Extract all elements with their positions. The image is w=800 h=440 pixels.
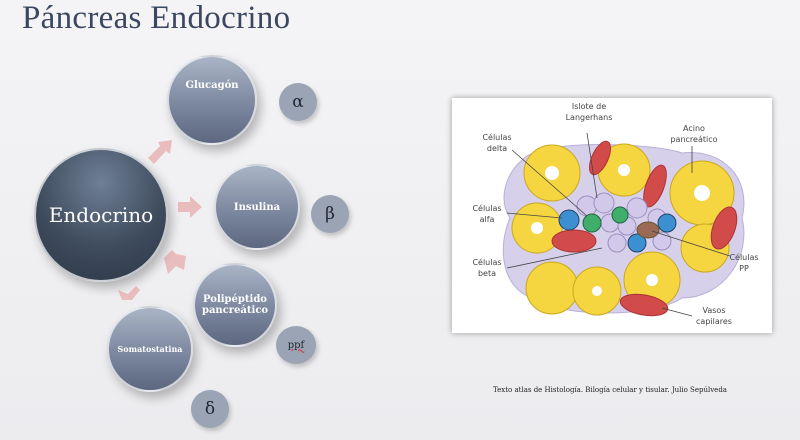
svg-text:alfa: alfa: [480, 215, 495, 224]
svg-text:Langerhans: Langerhans: [566, 113, 613, 122]
label-vasos: Vasos: [703, 306, 726, 315]
arrow-icon: [148, 140, 172, 164]
svg-text:pancreático: pancreático: [670, 135, 717, 144]
endocrino-circle: Endocrino: [34, 148, 168, 282]
svg-text:delta: delta: [487, 144, 507, 153]
islet-illustration: Islote de Langerhans Acino pancreático C…: [452, 98, 772, 333]
svg-text:capilares: capilares: [696, 317, 732, 326]
slide-title: Páncreas Endocrino: [22, 0, 291, 36]
label-alfa: Células: [472, 203, 501, 213]
somatostatina-circle: Somatostatina: [107, 306, 193, 392]
glucagon-circle: Glucagón: [167, 55, 257, 145]
label-beta: Células: [472, 257, 501, 267]
polipeptido-circle: Polipéptido pancreático: [193, 263, 277, 347]
arrow-icon: [178, 196, 202, 218]
arrow-icon: [118, 286, 140, 300]
label-delta: Células: [482, 132, 511, 142]
label-islote: Islote de: [572, 102, 606, 111]
insulina-circle: Insulina: [214, 164, 300, 250]
figure-caption: Texto atlas de Histología. Bilogía celul…: [493, 386, 727, 394]
pp-cell-badge: ppf: [276, 326, 316, 364]
arrows: [118, 140, 202, 300]
label-acino: Acino: [683, 124, 705, 133]
arrow-icon: [164, 250, 186, 274]
delta-cell-badge: δ: [191, 390, 229, 428]
label-pp: Células: [729, 252, 758, 262]
alpha-cell-badge: α: [279, 83, 317, 121]
svg-text:beta: beta: [478, 269, 496, 278]
beta-cell-badge: β: [311, 195, 349, 233]
svg-text:PP: PP: [739, 264, 749, 273]
